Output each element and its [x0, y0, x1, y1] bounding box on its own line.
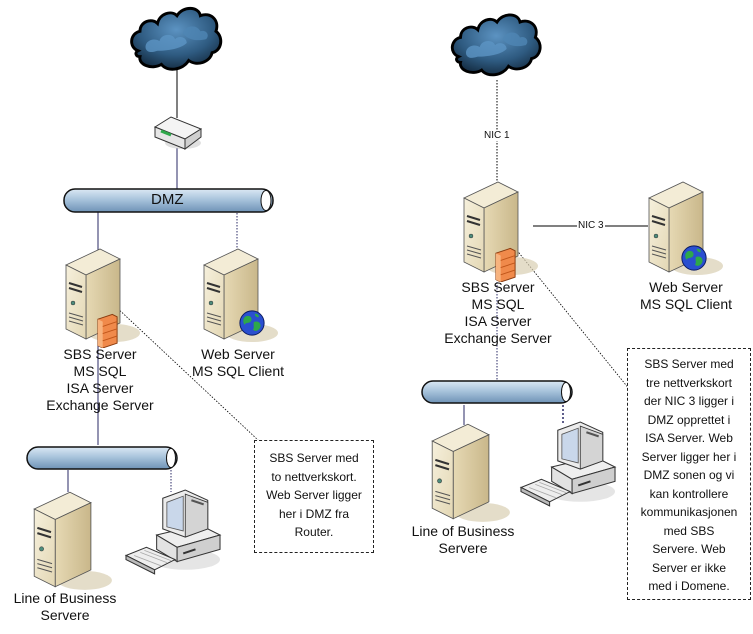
label-line: SBS Server	[461, 279, 535, 295]
label-line: MS SQL	[471, 296, 525, 312]
note-line: kan kontrollere	[649, 486, 729, 501]
lob-server-label: Line of Business Servere	[398, 523, 528, 557]
note-line: Servere. Web	[652, 542, 726, 556]
workstation-icon	[519, 420, 617, 507]
nic1-label: NIC 1	[483, 130, 511, 141]
label-line: Servere	[40, 607, 90, 623]
label-line: ISA Server	[66, 380, 134, 396]
note-line: to nettverkskort.	[271, 469, 357, 484]
note-connector	[497, 226, 631, 391]
note-line: SBS Server med	[644, 357, 734, 371]
lob-server-label: Line of Business Servere	[0, 590, 130, 624]
server-icon	[33, 491, 113, 591]
label-line: SBS Server	[63, 346, 137, 362]
label-line: Web Server	[649, 279, 723, 295]
note-line: SBS Server med	[269, 451, 359, 465]
left-diagram	[26, 6, 279, 591]
server-icon	[431, 423, 511, 523]
label-line: Servere	[438, 540, 488, 556]
note-line: med i Domene.	[648, 579, 730, 593]
note-line: tre nettverkskort	[645, 375, 733, 390]
note-line: med SBS	[663, 523, 715, 538]
left-note-box: SBS Server med to nettverkskort. Web Ser…	[254, 440, 374, 553]
label-line: Exchange Server	[444, 330, 552, 346]
right-diagram	[421, 13, 724, 523]
firewall-icon	[495, 247, 516, 282]
note-line: Router.	[294, 525, 334, 539]
note-line: Server er ikke	[651, 560, 727, 575]
label-line: MS SQL Client	[639, 296, 733, 312]
label-line: ISA Server	[464, 313, 532, 329]
router-icon	[153, 115, 203, 151]
globe-icon	[239, 310, 265, 336]
label-line: Line of Business	[13, 590, 117, 606]
workstation-icon	[124, 488, 222, 575]
dmz-network-label: DMZ	[151, 191, 184, 208]
globe-icon	[681, 245, 707, 271]
note-connector	[97, 289, 259, 441]
dmz-network-pipe	[63, 188, 274, 213]
note-line: Web Server ligger	[266, 488, 362, 502]
note-line: ISA Server. Web	[645, 431, 733, 445]
label-line: Line of Business	[411, 523, 515, 539]
note-line: Server ligger her i	[641, 449, 737, 464]
sbs-server-label: SBS Server MS SQL ISA Server Exchange Se…	[30, 346, 170, 414]
web-server-label: Web Server MS SQL Client	[622, 279, 750, 313]
cloud-icon	[130, 6, 223, 71]
web-server-label: Web Server MS SQL Client	[178, 346, 298, 380]
label-line: Web Server	[201, 346, 275, 362]
right-note-box: SBS Server med tre nettverkskort der NIC…	[627, 348, 751, 600]
label-line: Exchange Server	[46, 397, 154, 413]
sbs-server-label: SBS Server MS SQL ISA Server Exchange Se…	[428, 279, 568, 347]
note-line: DMZ opprettet i	[647, 412, 731, 427]
firewall-icon	[97, 313, 118, 348]
note-line: her i DMZ fra	[278, 506, 349, 521]
label-line: MS SQL Client	[191, 363, 285, 379]
label-line: MS SQL	[73, 363, 127, 379]
cloud-icon	[450, 13, 542, 77]
lan-network-pipe	[26, 446, 178, 470]
lan-network-pipe	[421, 380, 573, 404]
note-line: der NIC 3 ligger i	[643, 394, 735, 408]
note-line: kommunikasjonen	[640, 505, 738, 519]
nic3-label: NIC 3	[577, 220, 605, 231]
note-line: DMZ sonen og vi	[643, 468, 735, 482]
